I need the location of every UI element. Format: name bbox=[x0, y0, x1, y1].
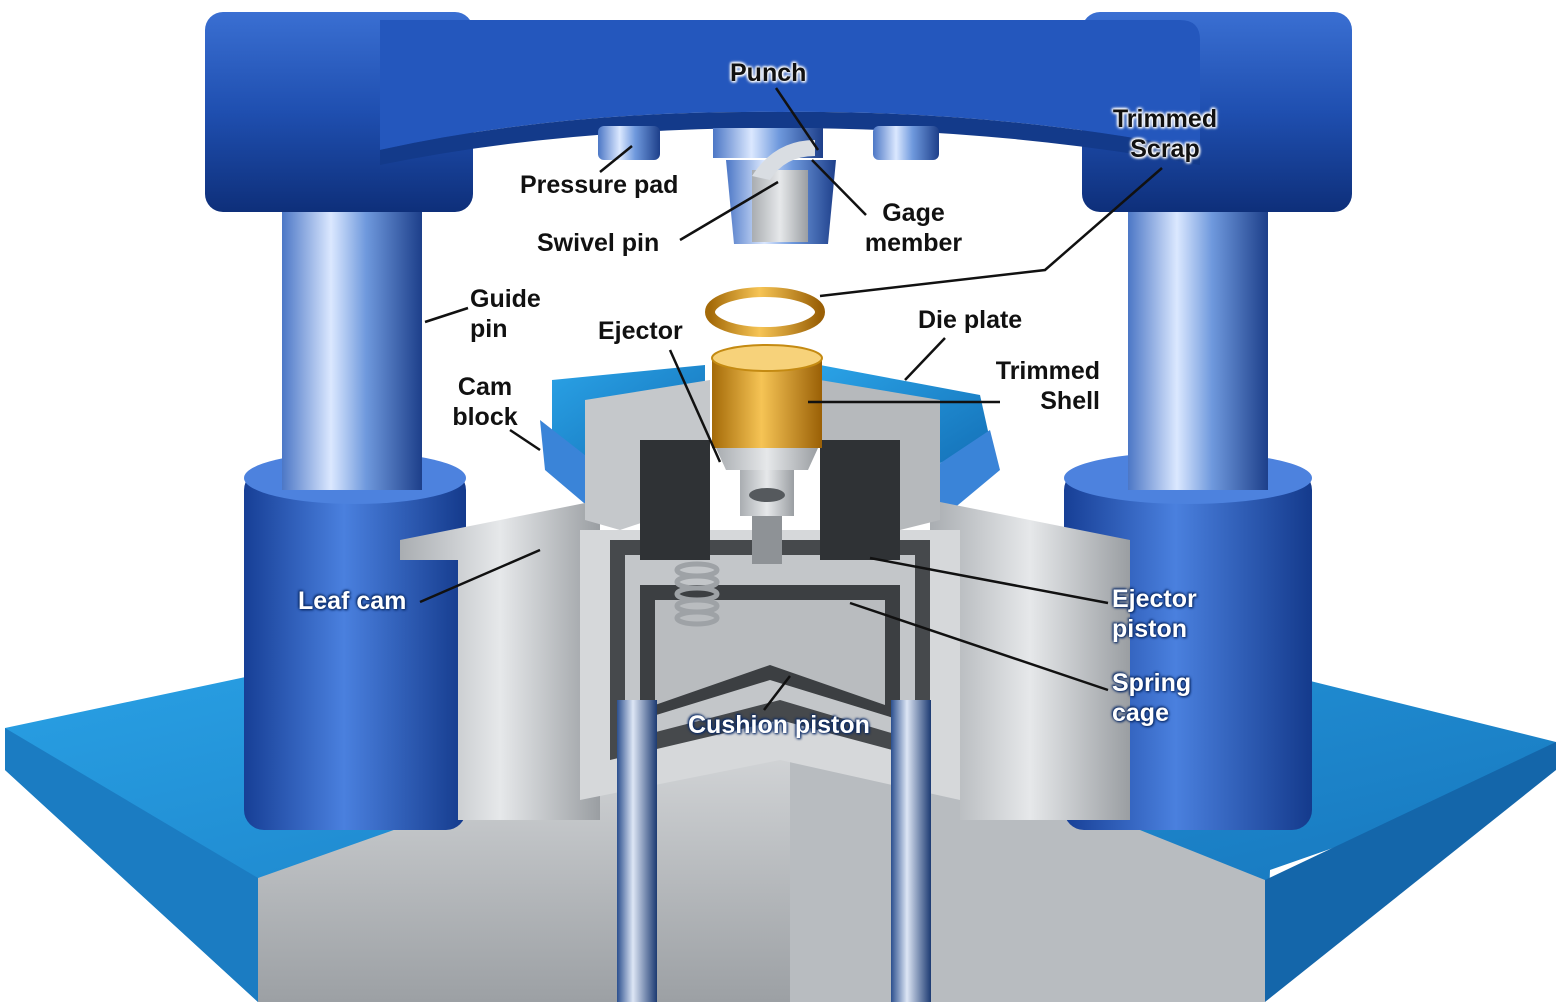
label-trimmed-scrap: Trimmed Scrap bbox=[1105, 104, 1225, 164]
label-gage-member-text: Gage member bbox=[864, 199, 963, 257]
label-ejector-piston: Ejector piston bbox=[1112, 584, 1197, 644]
label-ejector-piston-text: Ejector piston bbox=[1112, 585, 1197, 643]
label-gage-member: Gage member bbox=[856, 198, 971, 258]
label-leaf-cam: Leaf cam bbox=[298, 587, 407, 615]
trimmed-scrap-ring bbox=[705, 287, 825, 337]
label-spring-cage-text: Spring cage bbox=[1112, 669, 1192, 727]
left-column-housing bbox=[244, 452, 466, 830]
upper-die-shoe bbox=[205, 12, 1352, 212]
label-cushion-piston: Cushion piston bbox=[688, 711, 870, 739]
cushion-rod-left bbox=[617, 700, 657, 1002]
label-guide-pin-text: Guide pin bbox=[470, 285, 541, 343]
pressure-pad-right-pin bbox=[873, 126, 939, 160]
label-pressure-pad: Pressure pad bbox=[520, 171, 679, 199]
cross-section-body bbox=[400, 380, 1130, 820]
label-die-plate: Die plate bbox=[918, 306, 1023, 334]
trimmed-shell bbox=[711, 344, 823, 448]
cushion-rod-right bbox=[891, 700, 931, 1002]
pressure-pad-left-pin bbox=[598, 126, 660, 160]
label-punch: Punch bbox=[730, 59, 807, 87]
label-trimmed-scrap-text: Trimmed Scrap bbox=[1112, 105, 1218, 163]
label-spring-cage: Spring cage bbox=[1112, 668, 1191, 728]
label-guide-pin: Guide pin bbox=[470, 284, 541, 344]
ejector bbox=[716, 448, 818, 564]
label-cam-block-text: Cam block bbox=[452, 373, 518, 431]
label-swivel-pin: Swivel pin bbox=[537, 229, 660, 257]
leader-lines bbox=[419, 87, 1163, 711]
label-cam-block: Cam block bbox=[440, 372, 530, 432]
label-ejector: Ejector bbox=[598, 317, 683, 345]
label-trimmed-shell: Trimmed Shell bbox=[985, 356, 1100, 416]
punch-assembly bbox=[713, 128, 836, 244]
spring bbox=[674, 561, 720, 627]
label-trimmed-shell-text: Trimmed Shell bbox=[995, 357, 1100, 415]
